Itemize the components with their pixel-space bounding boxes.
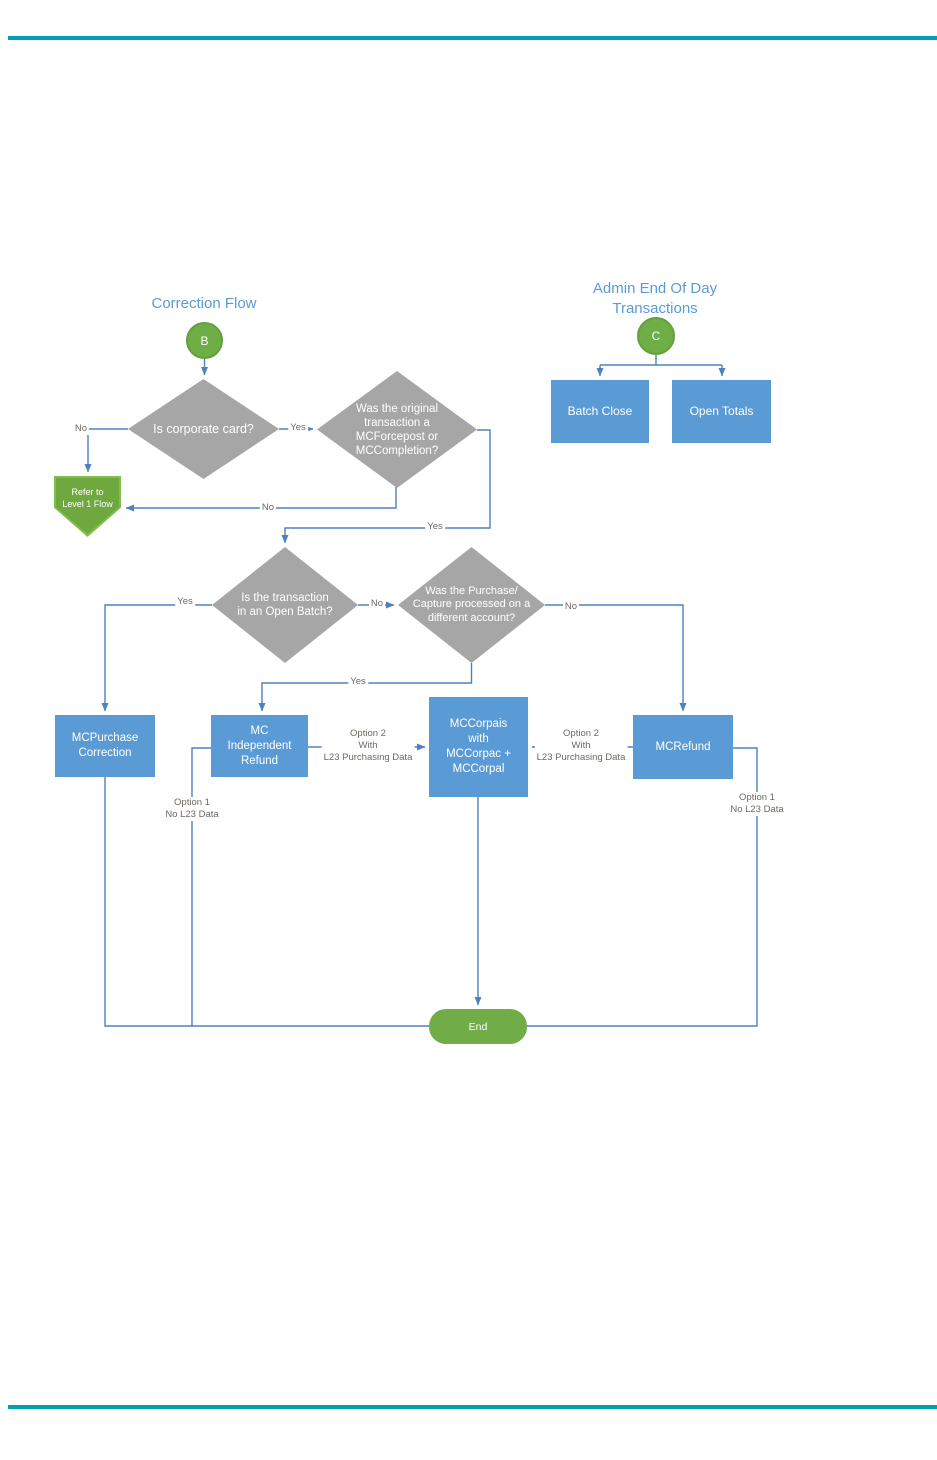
edge-yes-original-to-openbatch: [281, 429, 491, 544]
label-option1-left: Option 1 No L23 Data: [163, 797, 221, 821]
label-yes-corporate: Yes: [288, 422, 308, 434]
admin-eod-title: Admin End Of Day Transactions: [592, 280, 718, 317]
label-yes-original: Yes: [425, 521, 445, 533]
top-divider-rule: [8, 36, 937, 40]
edge-yes-openbatch-to-mcpurchase: [101, 604, 212, 712]
box-mc-independent-refund: MC Independent Refund: [211, 715, 308, 777]
label-yes-open-batch: Yes: [175, 596, 195, 608]
box-mccorpais: MCCorpais with MCCorpac + MCCorpal: [429, 697, 528, 797]
label-option2-right: Option 2 With L23 Purchasing Data: [534, 728, 628, 764]
label-option2-left: Option 2 With L23 Purchasing Data: [321, 728, 415, 764]
start-node-b: B: [186, 322, 223, 359]
box-mcpurchase-correction: MCPurchase Correction: [55, 715, 155, 777]
edge-c-split: [600, 355, 722, 366]
label-no-corporate: No: [72, 423, 90, 435]
edge-option1-right-to-end: [527, 747, 758, 1027]
bottom-divider-rule: [8, 1405, 937, 1409]
box-batch-close: Batch Close: [551, 380, 649, 443]
edge-no-to-level1: [84, 428, 128, 473]
edge-option1-left: [191, 747, 211, 1026]
correction-flow-title: Correction Flow: [151, 295, 257, 312]
label-no-different-account: No: [562, 601, 580, 613]
box-open-totals: Open Totals: [672, 380, 771, 443]
label-no-original: No: [259, 502, 277, 514]
end-node: End: [429, 1009, 527, 1044]
label-yes-different-account: Yes: [348, 676, 368, 688]
edge-no-original-to-level1: [125, 487, 397, 512]
label-option1-right: Option 1 No L23 Data: [728, 792, 786, 816]
label-no-open-batch: No: [368, 598, 386, 610]
start-node-c: C: [637, 317, 675, 355]
edge-no-account-to-mcrefund: [545, 604, 687, 712]
box-mcrefund: MCRefund: [633, 715, 733, 779]
edge-mcpurchase-to-end: [104, 777, 429, 1027]
